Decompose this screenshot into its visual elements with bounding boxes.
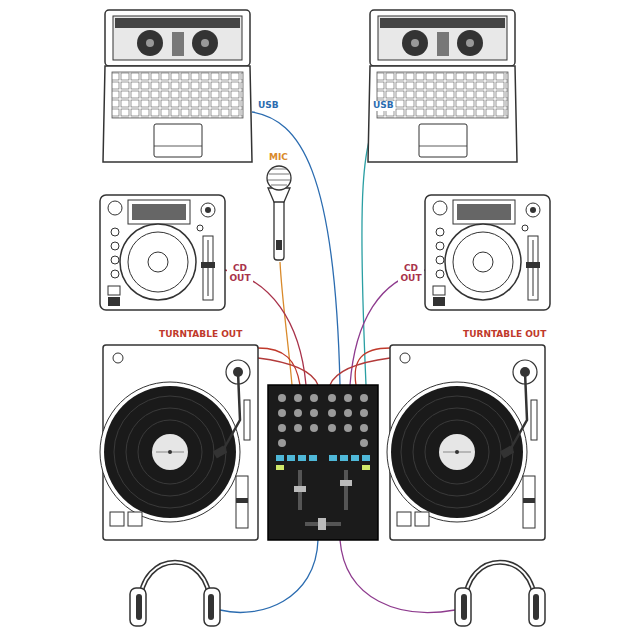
wire-label: CD OUT <box>398 264 424 284</box>
wire-label: CD OUT <box>227 264 253 284</box>
wire-label: USB <box>372 101 395 111</box>
wire-label: USB <box>257 101 280 111</box>
wire-label: MIC <box>268 153 289 163</box>
wire-label: TURNTABLE OUT <box>462 330 547 340</box>
wire-label: TURNTABLE OUT <box>158 330 243 340</box>
